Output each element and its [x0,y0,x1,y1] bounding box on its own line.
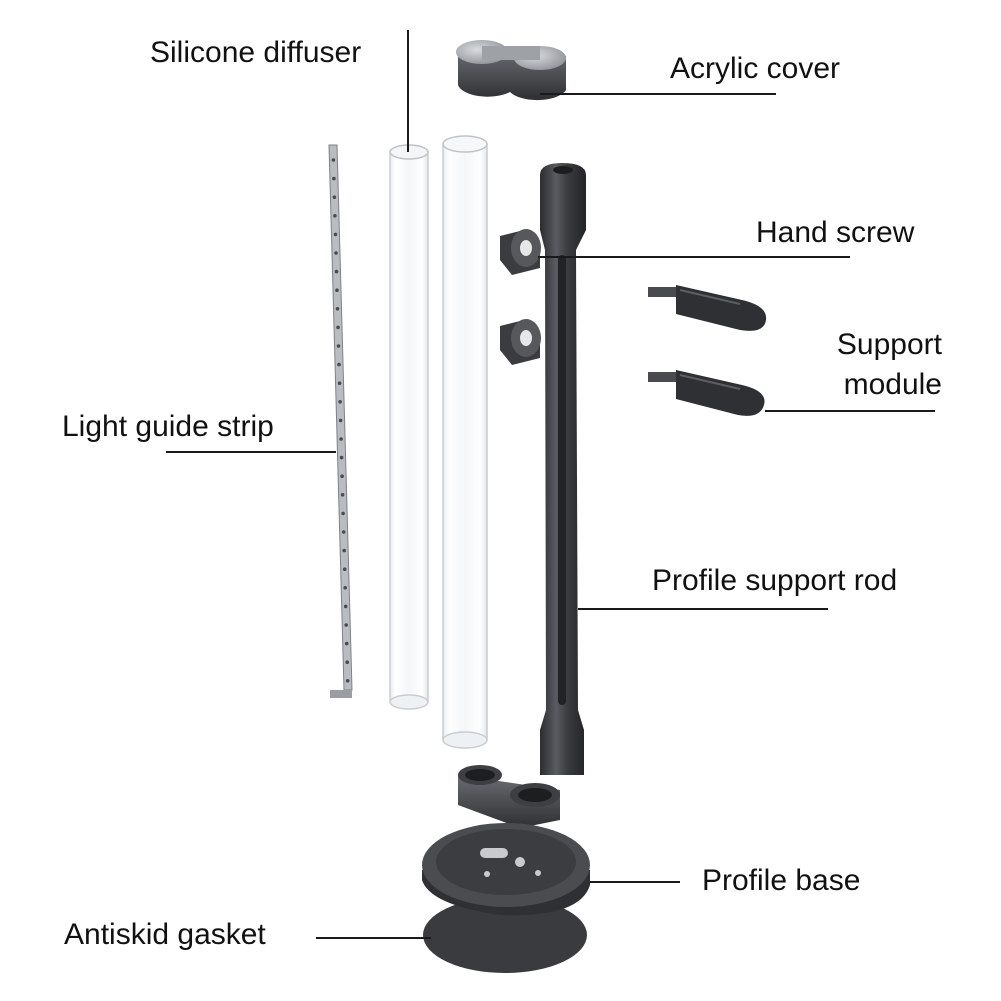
acrylic-cover-part [456,40,566,101]
strip-led-dot [333,232,338,237]
strip-led-dot [345,679,350,683]
leader-silicone-diffuser [407,30,409,152]
strip-led-dot [339,455,344,460]
leader-profile-support-rod [578,608,828,610]
strip-led-dot [340,474,344,479]
strip-led-dot [337,381,342,386]
strip-led-dot [331,158,336,162]
leader-acrylic-cover [540,93,776,95]
support-module-part-1 [648,285,767,331]
label-hand-screw: Hand screw [756,216,915,249]
label-profile-base: Profile base [702,864,861,897]
hand-screw-part-1 [500,229,541,275]
strip-led-dot [344,641,349,646]
strip-led-dot [341,530,346,534]
profile-base-part [422,823,590,916]
label-acrylic-cover: Acrylic cover [670,52,841,85]
leader-support-module [765,410,935,412]
strip-led-dot [335,307,340,311]
label-support-module-line1: Support [836,328,942,361]
strip-led-dot [342,567,347,571]
strip-led-dot [336,344,341,348]
label-antiskid-gasket: Antiskid gasket [64,918,266,951]
strip-led-dot [338,400,342,404]
strip-led-dot [332,176,336,181]
strip-led-dot [332,195,337,199]
hand-screw-part-2 [500,319,541,365]
strip-led-dot [341,511,345,516]
strip-led-dot [340,493,345,497]
silicone-diffuser-part [389,144,429,710]
strip-led-dot [335,288,339,293]
strip-led-dot [333,214,337,218]
antiskid-gasket-part [423,897,587,973]
label-silicone-diffuser: Silicone diffuser [150,36,362,69]
leader-antiskid-gasket [316,937,431,939]
lower-ring-part [458,765,560,828]
strip-led-dot [344,623,349,627]
light-guide-strip-part [328,144,353,698]
strip-led-dot [342,548,347,553]
label-support-module-line2: module [843,368,942,401]
strip-led-dot [334,251,338,255]
strip-led-dot [345,660,350,664]
leader-hand-screw [538,256,850,258]
profile-support-rod-part [540,163,586,775]
strip-led-dot [343,586,348,590]
strip-led-dot [336,325,340,330]
strip-led-dot [339,437,343,441]
strip-led-dot [338,418,343,423]
acrylic-tube-part [442,135,488,749]
strip-led-dot [337,362,341,367]
strip-led-dot [343,604,348,609]
label-light-guide-strip: Light guide strip [62,410,274,443]
leader-profile-base [590,881,680,883]
support-module-part-2 [648,370,765,416]
label-profile-support-rod: Profile support rod [652,564,898,597]
leader-light-guide-strip [166,451,336,453]
strip-led-dots [331,158,350,683]
strip-led-dot [334,269,339,274]
